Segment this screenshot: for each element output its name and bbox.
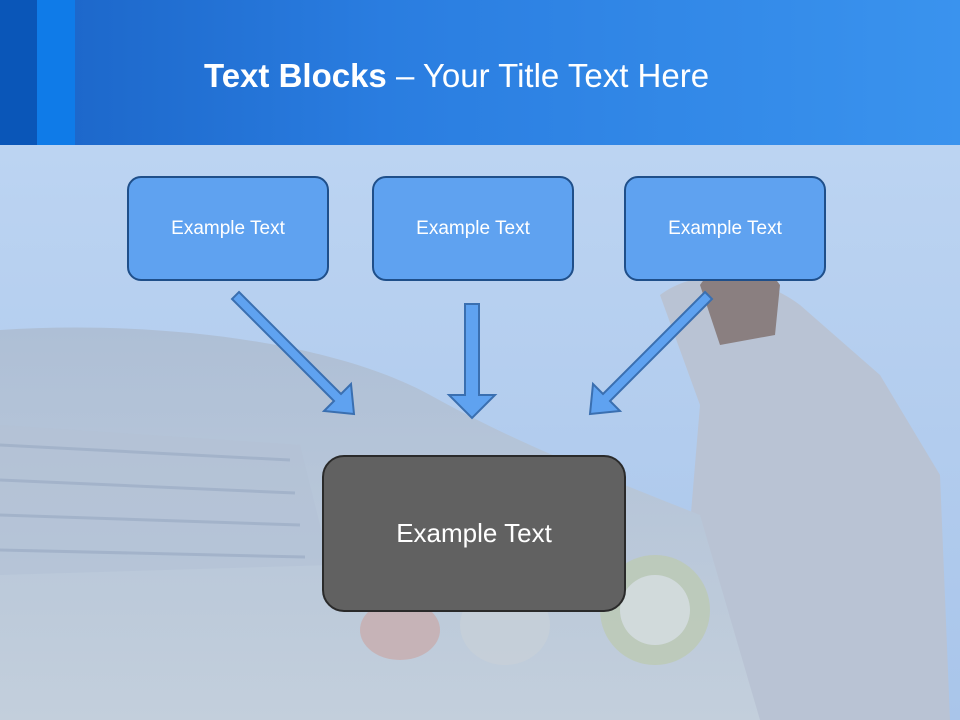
text-block-1-label: Example Text — [171, 217, 285, 239]
title-bar: Text Blocks – Your Title Text Here — [0, 0, 960, 145]
center-text-block-label: Example Text — [396, 518, 552, 548]
text-block-1[interactable]: Example Text — [127, 176, 329, 281]
text-block-3[interactable]: Example Text — [624, 176, 826, 281]
accent-strip-dark — [0, 0, 37, 145]
text-block-2[interactable]: Example Text — [372, 176, 574, 281]
center-text-block[interactable]: Example Text — [322, 455, 626, 612]
title-rest-text: Your Title Text Here — [422, 57, 710, 94]
title-bold-text: Text Blocks — [204, 57, 387, 94]
title-separator: – — [395, 57, 415, 94]
text-block-3-label: Example Text — [668, 217, 782, 239]
accent-strip-light — [37, 0, 75, 145]
text-block-2-label: Example Text — [416, 217, 530, 239]
slide-title[interactable]: Text Blocks – Your Title Text Here — [204, 54, 709, 98]
